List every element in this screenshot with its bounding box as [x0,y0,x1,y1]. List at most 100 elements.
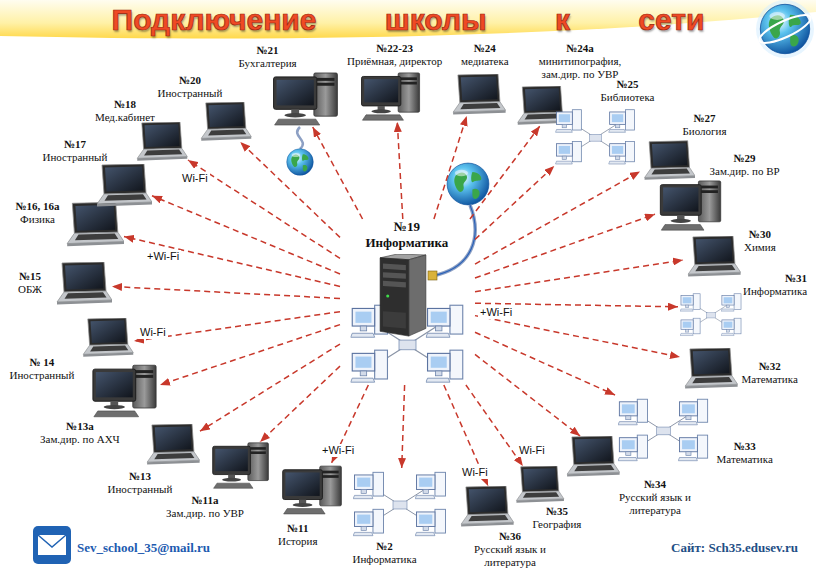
room-name: Иностранный [108,483,173,496]
room-number: №24а [530,42,630,55]
room-node: №18Мед.кабинет [95,98,188,162]
room-name: Мед.кабинет [95,111,155,124]
room-label: №35География [533,505,582,531]
desktop-icon [274,73,338,125]
room-node: №21Бухгалтерия [239,44,343,127]
room-number: №13а [40,420,120,433]
room-label: №13Иностранный [108,470,173,496]
room-number: №32 [742,360,798,373]
room-number: №2 [353,540,417,553]
room-node: №25Библиотека [548,78,656,166]
room-node: №29Зам.дир. по ВР [655,152,781,232]
laptop-icon [147,424,200,465]
footer-text: Сайт: Sch35.edusev.ru [669,540,800,556]
room-label: №27Биология [683,112,727,138]
room-label: №11История [278,522,317,548]
room-number: №24 [461,42,509,55]
desktop-icon [93,365,156,417]
room-number: №33 [717,440,773,453]
room-label: №33Математика [717,440,773,466]
laptop-icon [201,102,251,141]
room-name: Биология [683,125,727,138]
room-name: Физика [16,213,60,226]
room-label: №31Информатика [743,272,807,298]
room-label: №24аминитипография, зам.дир. по УВР [530,42,630,81]
diagram-title: Подключение школы к сети [0,3,816,37]
pc-group-icon [555,110,634,164]
room-name: Информатика [353,553,417,566]
room-name: медиатека [461,55,509,68]
wifi-label: +Wi-Fi [145,250,181,263]
network-link [240,142,340,237]
room-label: №15ОБЖ [18,270,42,296]
room-label: №19Информатика [366,219,449,251]
network-link [475,172,640,265]
room-number: №25 [601,78,655,91]
envelope [38,535,66,555]
room-number: №34 [608,478,703,491]
desktop-icon [283,466,342,514]
room-name: Математика [742,373,798,386]
room-label: №20Иностранный [158,74,223,100]
desktop-icon [213,443,269,488]
room-name: Зам.дир. по АХЧ [40,433,120,446]
server-icon [380,254,426,336]
room-label: №24медиатека [461,42,509,68]
room-name: Приёмная, директор [347,55,442,68]
network-link [475,316,680,357]
desktop-icon [362,73,420,120]
room-label: №18Мед.кабинет [95,98,155,124]
room-label: №2Информатика [353,540,417,566]
room-label: №29Зам.дир. по ВР [710,152,780,178]
room-node: №11аЗам.дир. по УВР [166,442,272,520]
room-node: №34Русский язык и литература [562,436,703,517]
laptop-icon [516,466,564,503]
laptop-icon [645,141,695,180]
room-name: Информатика [743,285,807,298]
room-node: №2Информатика [345,468,455,566]
room-number: №19 [366,219,449,235]
room-number: №30 [744,228,776,241]
network-link [475,332,615,395]
room-name: Математика [717,453,773,466]
room-number: №15 [18,270,42,283]
room-name: География [533,518,582,531]
network-link [124,237,340,287]
network-link [112,286,340,298]
pc-group-icon [680,294,741,336]
laptop-icon [461,486,514,527]
room-node: №22-23Приёмная, директор [347,42,443,122]
network-link [402,385,405,468]
pc-group-icon [618,399,708,460]
room-node: №13Иностранный [108,424,201,496]
room-label: №34Русский язык и литература [608,478,703,517]
room-number: №29 [710,152,780,165]
room-node: №20Иностранный [158,74,253,142]
envelope-flap [38,535,66,547]
room-name: Иностранный [10,369,75,382]
network-link [434,116,467,219]
network-link [470,126,540,219]
room-number: №36 [463,530,558,543]
room-node: №31Информатика [678,272,808,344]
laptop-icon [67,202,124,246]
network-link [134,312,340,341]
room-name: Библиотека [601,91,655,104]
network-link [188,160,340,258]
wifi-label: Wi-Fi [460,466,490,479]
room-name: Информатика [366,235,449,251]
room-node: №33Математика [615,395,774,466]
globe-swirl [756,10,814,48]
network-link [313,127,363,219]
globe-halo [756,0,814,58]
wifi-label: Wi-Fi [517,444,547,457]
wifi-label: Wi-Fi [138,326,168,339]
network-link [475,166,554,239]
room-node: №17Иностранный [43,138,153,208]
room-node: №19Информатика [340,219,475,385]
laptop-icon [685,348,738,389]
globe-icon [287,149,314,176]
cable-plug [428,271,437,280]
room-label: №16, 16аФизика [16,200,60,226]
room-number: №17 [43,138,108,151]
